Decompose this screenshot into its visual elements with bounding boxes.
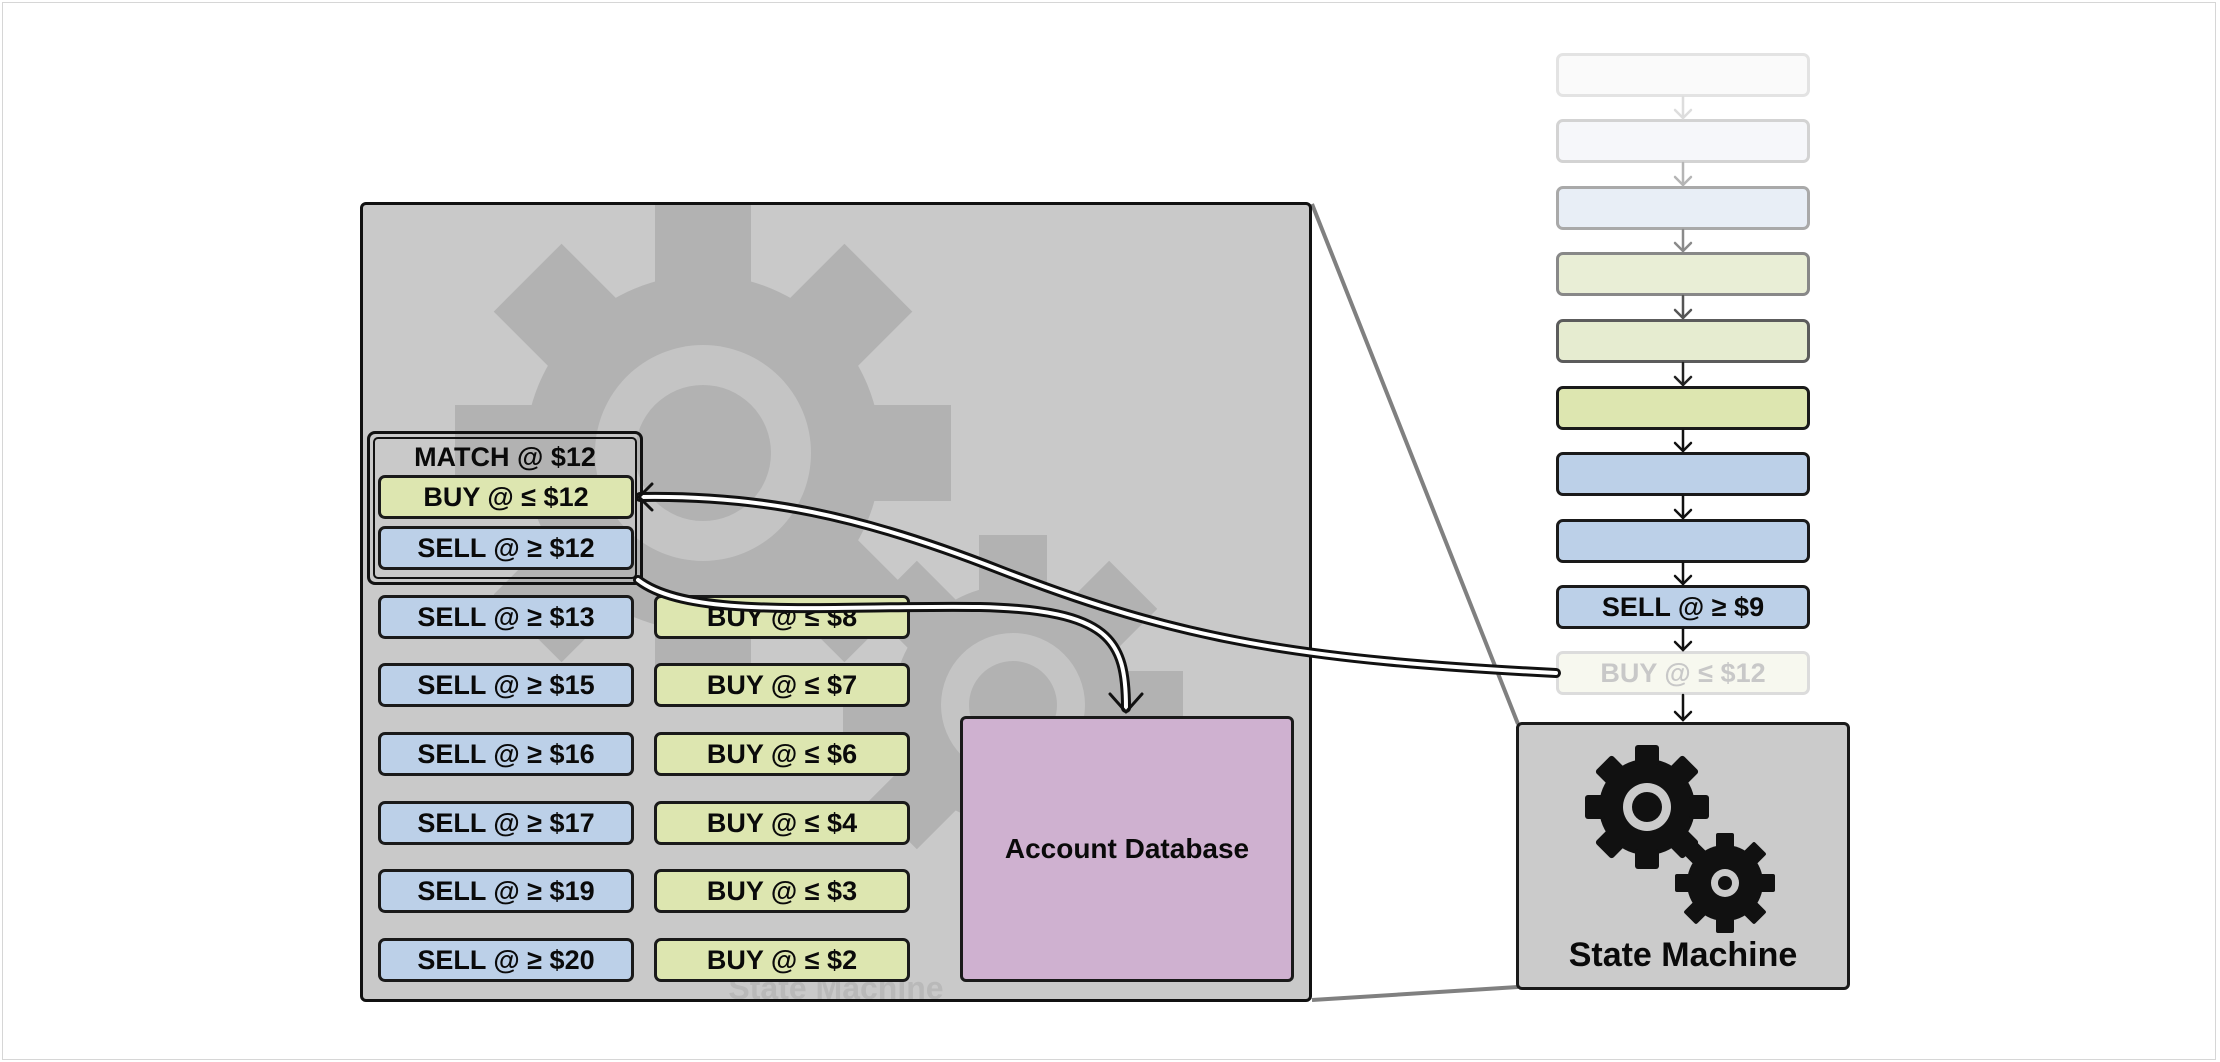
sell-order: SELL @ ≥ $20	[378, 938, 634, 982]
down-arrow-icon	[1673, 361, 1693, 387]
buy-order: BUY @ ≤ $3	[654, 869, 910, 913]
queue-item-sell: SELL @ ≥ $9	[1556, 585, 1810, 629]
queue-item	[1556, 119, 1810, 163]
buy-order: BUY @ ≤ $6	[654, 732, 910, 776]
queue-item	[1556, 186, 1810, 230]
down-arrow-icon	[1673, 294, 1693, 320]
down-arrow-icon	[1673, 95, 1693, 120]
down-arrow-icon	[1673, 428, 1693, 453]
state-machine-box: State Machine	[1516, 722, 1850, 990]
match-group: MATCH @ $12	[367, 431, 643, 585]
sell-order: SELL @ ≥ $17	[378, 801, 634, 845]
arrowhead-icon	[637, 482, 654, 512]
buy-order: BUY @ ≤ $7	[654, 663, 910, 707]
buy-order: BUY @ ≤ $2	[654, 938, 910, 982]
down-arrow-icon	[1673, 494, 1693, 520]
queue-item	[1556, 252, 1810, 296]
queue-item-buy-ghost: BUY @ ≤ $12	[1556, 651, 1810, 695]
state-machine-label: State Machine	[1568, 936, 1798, 974]
arrowhead-icon	[1108, 692, 1144, 714]
down-arrow-icon	[1673, 228, 1693, 253]
queue-item	[1556, 452, 1810, 496]
queue-item	[1556, 519, 1810, 563]
gears-icon	[1585, 745, 1775, 933]
queue-item	[1556, 53, 1810, 97]
queue-item	[1556, 386, 1810, 430]
sell-order: SELL @ ≥ $15	[378, 663, 634, 707]
match-sell-order: SELL @ ≥ $12	[378, 526, 634, 570]
sell-order: SELL @ ≥ $16	[378, 732, 634, 776]
down-arrow-icon	[1673, 561, 1693, 586]
down-arrow-icon	[1673, 627, 1693, 652]
queue-to-match-arrow	[635, 491, 1561, 678]
zoom-line-top	[1310, 203, 1520, 725]
queue-item	[1556, 319, 1810, 363]
down-arrow-icon	[1673, 693, 1693, 722]
zoom-line-bottom	[1311, 985, 1519, 1002]
buy-order: BUY @ ≤ $4	[654, 801, 910, 845]
match-to-database-arrow	[633, 575, 1131, 713]
sell-order: SELL @ ≥ $19	[378, 869, 634, 913]
sell-order: SELL @ ≥ $13	[378, 595, 634, 639]
match-buy-order: BUY @ ≤ $12	[378, 475, 634, 519]
account-database-label: Account Database	[1004, 833, 1250, 864]
down-arrow-icon	[1673, 161, 1693, 187]
account-database: Account Database	[960, 716, 1294, 982]
